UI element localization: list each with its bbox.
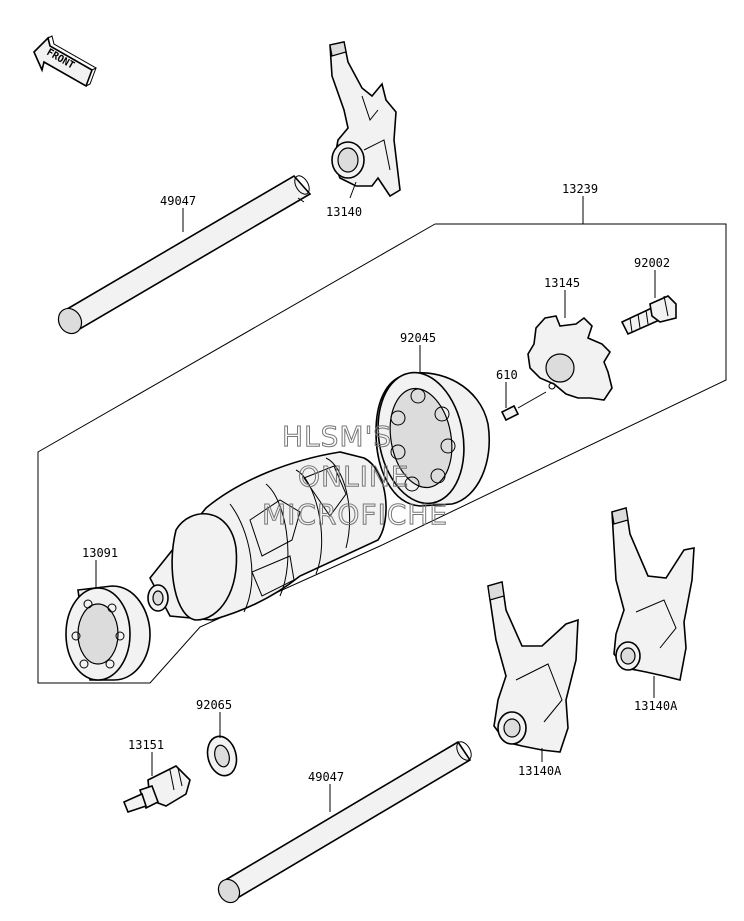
shift-rod-top <box>57 174 312 335</box>
label-13151: 13151 <box>128 738 164 752</box>
label-610: 610 <box>496 368 518 382</box>
neutral-switch-13151 <box>122 765 191 813</box>
shift-rod-bottom <box>217 740 472 904</box>
shift-fork-center <box>487 580 579 753</box>
bearing-13091 <box>65 585 151 681</box>
watermark: HLSM'S ONLINE MICROFICHE <box>262 420 448 532</box>
label-13140: 13140 <box>326 205 362 219</box>
label-13140A-center: 13140A <box>518 764 562 778</box>
bearing-92045 <box>375 371 490 507</box>
label-13140A-right: 13140A <box>634 699 678 713</box>
watermark-line-1: HLSM'S <box>282 420 392 453</box>
assembly-outline-13239 <box>37 223 727 684</box>
label-92045: 92045 <box>400 331 436 345</box>
label-92002: 92002 <box>634 256 670 270</box>
front-arrow-icon: FRONT <box>33 35 98 88</box>
watermark-line-2: ONLINE <box>298 460 409 493</box>
shift-drum-segment <box>527 315 613 401</box>
label-13091: 13091 <box>82 546 118 560</box>
bolt-92002 <box>620 295 677 336</box>
shift-fork-right <box>611 506 695 681</box>
washer-92065 <box>206 735 238 777</box>
label-92065: 92065 <box>196 698 232 712</box>
label-49047-top: 49047 <box>160 194 196 208</box>
watermark-line-3: MICROFICHE <box>262 498 448 531</box>
label-49047-bottom: 49047 <box>308 770 344 784</box>
label-13239: 13239 <box>562 182 598 196</box>
leader-lines <box>95 181 656 812</box>
label-13145: 13145 <box>544 276 580 290</box>
shift-drum <box>147 451 387 621</box>
shift-fork-top <box>329 41 401 198</box>
pin-610 <box>500 391 547 422</box>
